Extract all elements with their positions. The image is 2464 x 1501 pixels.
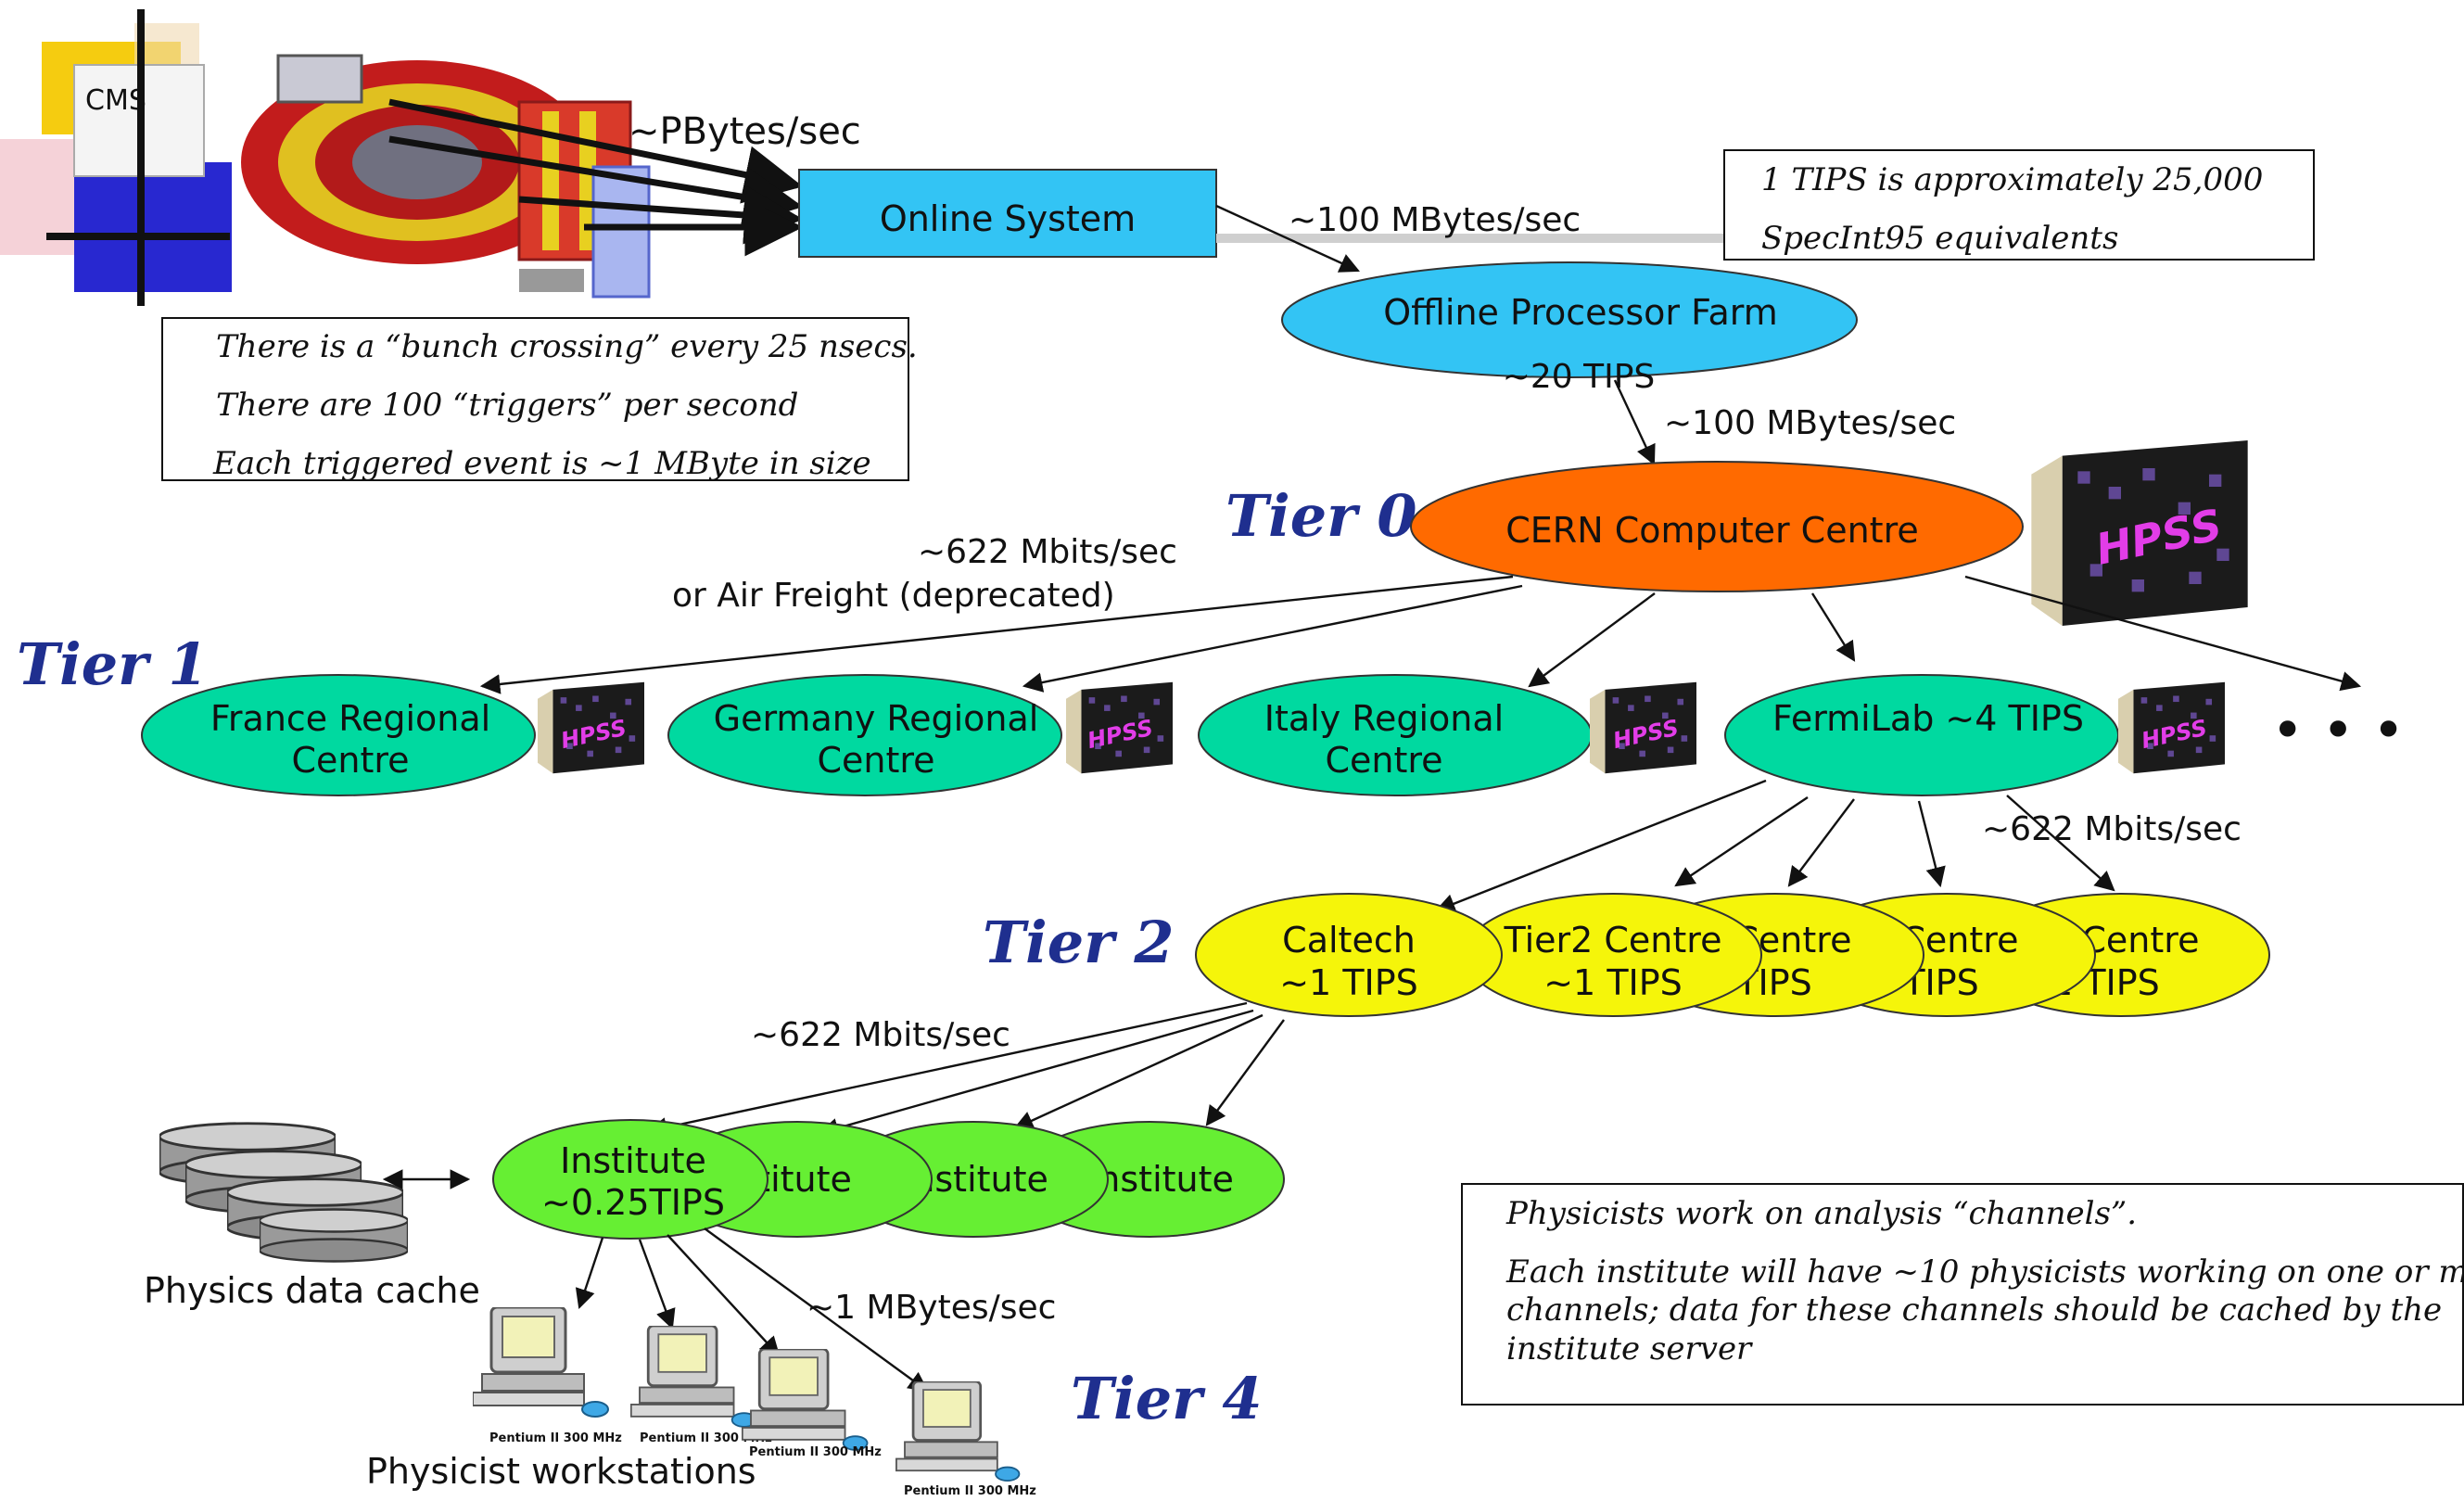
offline-farm-power: ~20 TIPS — [1503, 358, 1656, 396]
cms-logo: CMS — [0, 9, 232, 306]
online-system-label: Online System — [880, 198, 1136, 239]
rate-online-offline-label: ~100 MBytes/sec — [1289, 201, 1581, 239]
rate-tier1-tier2-label: ~622 Mbits/sec — [1982, 810, 2242, 848]
offline-processor-farm — [1281, 261, 1858, 378]
institute-1-line-2: ~0.25TIPS — [541, 1182, 725, 1223]
rate-tier0-tier1-line-2: or Air Freight (deprecated) — [672, 577, 1115, 615]
physics-data-cache-label: Physics data cache — [144, 1270, 480, 1311]
tier1-centre-italy-line-2: Centre — [1325, 740, 1442, 781]
tier1-centre-germany-line-2: Centre — [817, 740, 934, 781]
institute-1 — [492, 1119, 768, 1240]
tier2-centre-caltech-line-2: ~1 TIPS — [1279, 962, 1418, 1003]
detector-rate-label: ~PBytes/sec — [629, 110, 861, 153]
tier-2-label: Tier 2 — [983, 909, 1175, 976]
tips-note-line-1: 1 TIPS is approximately 25,000 — [1761, 161, 2263, 198]
tier1-centre-fermilab-line-1: FermiLab ~4 TIPS — [1772, 698, 2084, 739]
rate-workstations-label: ~1 MBytes/sec — [807, 1289, 1056, 1327]
analysis-note-line-2: Each institute will have ~10 physicists … — [1505, 1253, 2464, 1291]
physicist-workstations-label: Physicist workstations — [366, 1451, 756, 1492]
tier2-centre-caltech — [1195, 893, 1503, 1017]
tier1-centre-france-line-1: France Regional — [210, 698, 490, 739]
physicist-workstation-4: Pentium II 300 MHz — [895, 1381, 1036, 1498]
analysis-note-line-1: Physicists work on analysis “channels”. — [1505, 1195, 2137, 1232]
tier1-centre-france-line-2: Centre — [291, 740, 409, 781]
tier-0-label: Tier 0 — [1226, 482, 1417, 550]
workstation-2-caption: Pentium II 300 MHz — [640, 1431, 772, 1445]
cern-computer-centre — [1410, 461, 2024, 592]
physicist-workstation-2: Pentium II 300 MHz — [630, 1326, 772, 1445]
online-system-box — [798, 169, 1217, 258]
bunch-note-line-2: There are 100 “triggers” per second — [216, 387, 798, 424]
rate-tier2-institute-label: ~622 Mbits/sec — [751, 1016, 1010, 1054]
physicist-workstation-1: Pentium II 300 MHz — [473, 1307, 622, 1445]
tier2-centre-2-line-2: ~1 TIPS — [1543, 962, 1683, 1003]
workstation-4-caption: Pentium II 300 MHz — [904, 1484, 1036, 1498]
offline-farm-name: Offline Processor Farm — [1383, 292, 1777, 333]
tier1-centre-germany-line-1: Germany Regional — [714, 698, 1039, 739]
tier-4-label: Tier 4 — [1071, 1365, 1263, 1432]
rate-offline-cern-label: ~100 MBytes/sec — [1664, 404, 1956, 442]
bunch-note-line-3: Each triggered event is ~1 MByte in size — [212, 445, 871, 482]
tips-note-line-2: SpecInt95 equivalents — [1761, 220, 2118, 257]
tips-note — [1723, 149, 2315, 261]
tier1-centre-france — [141, 674, 536, 796]
cern-centre-label: CERN Computer Centre — [1505, 510, 1919, 551]
rate-tier0-tier1-line-1: ~622 Mbits/sec — [918, 533, 1177, 571]
institute-4-label: Institute — [1087, 1159, 1234, 1200]
tier2-centre-caltech-line-1: Caltech — [1282, 920, 1416, 960]
analysis-note-line-3: channels; data for these channels should… — [1506, 1291, 2442, 1329]
institute-1-line-1: Institute — [560, 1140, 706, 1181]
workstation-1-caption: Pentium II 300 MHz — [489, 1431, 622, 1445]
more-centres-ellipsis: • • • — [2271, 698, 2405, 763]
analysis-note-line-4: institute server — [1506, 1330, 1753, 1367]
tier1-centre-germany — [667, 674, 1062, 796]
physicist-workstation-3: Pentium II 300 MHz — [742, 1349, 882, 1459]
bunch-crossing-note — [161, 317, 909, 481]
bunch-note-line-1: There is a “bunch crossing” every 25 nse… — [216, 328, 918, 365]
cms-detector-image — [241, 54, 651, 299]
analysis-note — [1461, 1183, 2464, 1406]
tier1-centre-italy-line-1: Italy Regional — [1264, 698, 1504, 739]
physics-data-cache-icon — [159, 1122, 408, 1263]
tier-1-label: Tier 1 — [17, 630, 209, 698]
workstation-3-caption: Pentium II 300 MHz — [749, 1445, 882, 1459]
tier2-centre-2-line-1: Tier2 Centre — [1504, 920, 1722, 960]
cms-logo-text: CMS — [85, 84, 146, 117]
